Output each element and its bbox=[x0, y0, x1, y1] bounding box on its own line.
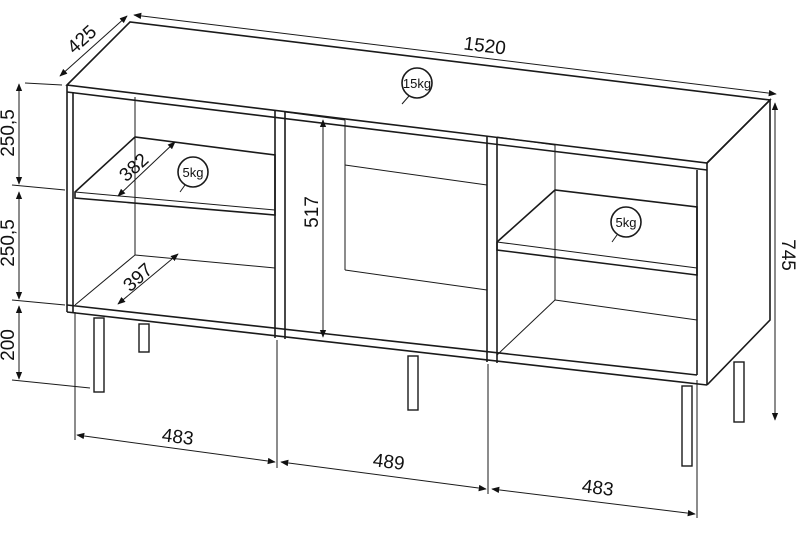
back-panel-edge bbox=[344, 164, 488, 186]
leg bbox=[733, 361, 745, 423]
left-shelf-edge bbox=[74, 191, 276, 211]
compartment-lower-label: 250,5 bbox=[0, 219, 19, 267]
leg bbox=[407, 355, 419, 411]
extension-line bbox=[24, 82, 63, 86]
load-pointer bbox=[179, 184, 186, 193]
load-right-label: 5kg bbox=[616, 215, 637, 230]
section-left-dimension-line bbox=[76, 432, 276, 465]
load-pointer bbox=[611, 234, 618, 243]
dimension-lines bbox=[11, 12, 779, 518]
leg bbox=[93, 317, 105, 393]
shelf-upper-depth-dimension-line bbox=[117, 141, 176, 197]
legs bbox=[93, 317, 745, 467]
extension-line bbox=[11, 299, 66, 306]
load-badge-left-shelf: 5kg bbox=[177, 156, 209, 193]
right-shelf bbox=[496, 189, 698, 276]
depth-label: 425 bbox=[64, 22, 102, 59]
width-dimension-line bbox=[133, 12, 777, 97]
back-panel-edge bbox=[344, 269, 488, 291]
leg bbox=[138, 323, 150, 353]
width-label: 1520 bbox=[462, 34, 507, 60]
shelf-lower-depth-dimension-line bbox=[117, 253, 179, 305]
right-shelf-edge bbox=[496, 241, 698, 269]
extension-line bbox=[11, 379, 91, 389]
load-badge-right-shelf: 5kg bbox=[610, 206, 642, 243]
section-middle-dimension-line bbox=[280, 459, 487, 492]
load-circle bbox=[401, 67, 433, 99]
inner-height-label: 517 bbox=[302, 196, 323, 228]
depth-dimension-line bbox=[59, 15, 128, 77]
shelf-lower-depth-label: 397 bbox=[120, 260, 158, 297]
right-side bbox=[706, 98, 771, 386]
cabinet-body bbox=[65, 21, 772, 386]
divider-left-top-edge bbox=[284, 111, 346, 121]
section-left-label: 483 bbox=[161, 425, 195, 450]
bottom-top-edge bbox=[66, 304, 698, 376]
back-panel-edge bbox=[554, 299, 698, 321]
extension-line bbox=[11, 184, 66, 191]
load-badge-top: 15kg bbox=[401, 67, 433, 105]
leg bbox=[681, 385, 693, 467]
section-right-dimension-line bbox=[491, 486, 696, 517]
leg-height-label: 200 bbox=[0, 329, 19, 361]
bottom-front bbox=[66, 311, 708, 386]
section-right-label: 483 bbox=[581, 476, 615, 501]
load-circle bbox=[610, 206, 642, 238]
load-top-label: 15kg bbox=[403, 76, 431, 91]
load-left-label: 5kg bbox=[183, 165, 204, 180]
divider-right-top-edge bbox=[496, 136, 556, 146]
bottom-panel-edge bbox=[496, 299, 556, 356]
compartment-upper-label: 250,5 bbox=[0, 109, 19, 157]
load-circle bbox=[177, 156, 209, 188]
load-pointer bbox=[401, 95, 410, 105]
back-panel-edge bbox=[134, 254, 276, 269]
height-label: 745 bbox=[777, 239, 798, 271]
left-shelf bbox=[74, 136, 276, 216]
top-panel-front-edge bbox=[66, 91, 708, 171]
shelf-upper-depth-label: 382 bbox=[116, 150, 154, 187]
section-middle-label: 489 bbox=[372, 450, 406, 475]
